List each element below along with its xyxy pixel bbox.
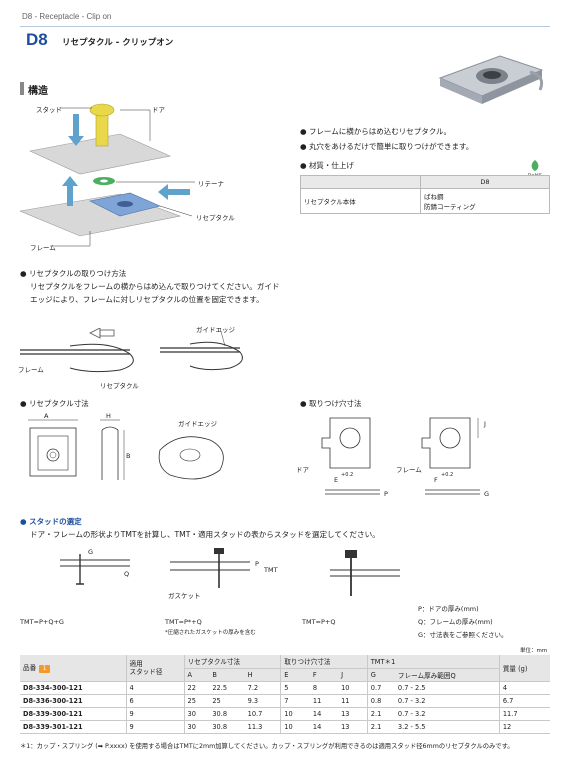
formula-1: TMT=P+Q+G [20, 618, 64, 626]
dims-diagram [28, 419, 224, 480]
col-hole-dims: 取りつけ穴寸法 [280, 655, 368, 669]
dims-heading: ● リセプタクル寸法 [20, 399, 89, 408]
dims-guide-edge: ガイドエッジ [178, 420, 217, 428]
col-mass: 質量 (g) [498, 655, 550, 682]
hole-j: J [484, 420, 486, 428]
col-j: J [338, 668, 368, 682]
label-retainer: リテーナ [198, 180, 224, 188]
col-tmt: TMT＊1 [366, 655, 500, 669]
mounting-heading: ● リセプタクルの取りつけ方法 [20, 269, 127, 278]
hole-e-tol: +0.2 [341, 472, 354, 478]
material-row-label: リセプタクル本体 [300, 188, 421, 214]
page-title: リセプタクル - クリップオン [62, 38, 174, 48]
col-rec-dims: リセプタクル寸法 [183, 655, 281, 669]
breadcrumb: D8 - Receptacle - Clip on [22, 12, 112, 21]
leaf-icon [531, 160, 539, 171]
stud-select-text: ドア・フレームの形状よりTMTを計算し、TMT・適用スタッドの表からスタッドを選… [30, 530, 380, 539]
dim-a: A [44, 412, 49, 420]
mounting-diagram [20, 328, 243, 373]
formula-2: TMT=P*+Q [165, 618, 202, 626]
mounting-text: リセプタクルをフレームの横からはめ込んで取りつけてください。ガイドエッジにより、… [30, 282, 280, 304]
hole-p: P [384, 490, 388, 498]
label-door: ドア [152, 106, 165, 114]
label-mount-frame: フレーム [18, 366, 44, 374]
material-values: ばね鋼防錆コーティング [420, 188, 550, 214]
hole-f: F [434, 476, 438, 484]
label-frame: フレーム [30, 244, 56, 252]
label-receptacle: リセプタクル [196, 214, 235, 222]
holes-heading: ● 取りつけ穴寸法 [300, 399, 362, 408]
table-unit: 単位：mm [520, 648, 548, 654]
col-stud: 適用 スタッド径 [125, 655, 184, 682]
product-code: D8 [26, 30, 48, 49]
col-q: フレーム厚み範囲Q [394, 668, 500, 682]
stud-q: Q [124, 570, 130, 578]
material-table: D8 リセプタクル本体 ばね鋼防錆コーティング [300, 175, 550, 214]
col-f: F [309, 668, 339, 682]
hole-e: E [334, 476, 339, 484]
hole-frame: フレーム [396, 466, 422, 474]
stud-gasket: ガスケット [168, 592, 201, 600]
footnote: ＊1：カップ・スプリング (➡ P.xxxx) を使用する場合はTMTに2mm加… [20, 743, 514, 750]
formula-3: TMT=P+Q [302, 618, 336, 626]
label-stud: スタッド [36, 106, 62, 114]
dim-h: H [106, 412, 111, 420]
material-heading: ● 材質・仕上げ [300, 161, 354, 170]
stud-p: P [255, 560, 259, 568]
legend-g: G：寸法表をご参照ください。 [418, 631, 508, 639]
formula-note: *圧縮されたガスケットの厚みを含む [165, 630, 256, 636]
divider [20, 26, 550, 27]
col-a: A [183, 668, 210, 682]
stud-tmt: TMT [264, 566, 278, 574]
col-e: E [280, 668, 310, 682]
holes-diagram [321, 417, 480, 495]
col-b: B [209, 668, 245, 682]
stud-g: G [88, 548, 94, 556]
legend-p: P：ドアの厚み(mm) [418, 605, 479, 613]
hole-f-tol: +0.2 [441, 472, 454, 478]
col-g: G [366, 668, 395, 682]
legend-q: Q：フレームの厚み(mm) [418, 618, 493, 626]
product-photo [438, 55, 544, 104]
structure-diagram [20, 103, 195, 247]
section-marker [20, 82, 24, 95]
feature-item: ● フレームに横からはめ込むリセプタクル。 [300, 127, 451, 136]
label-mount-receptacle: リセプタクル [100, 382, 139, 390]
feature-item: ● 丸穴をあけるだけで簡単に取りつけができます。 [300, 142, 474, 151]
dim-b: B [126, 452, 131, 460]
hole-g: G [484, 490, 490, 498]
label-mount-guide-edge: ガイドエッジ [196, 326, 235, 334]
structure-heading: 構造 [28, 86, 48, 97]
stud-select-diagram [60, 548, 400, 596]
material-col-header: D8 [420, 175, 550, 189]
hole-door: ドア [296, 466, 309, 474]
col-h: H [244, 668, 281, 682]
stud-select-heading: ● スタッドの選定 [20, 517, 82, 526]
